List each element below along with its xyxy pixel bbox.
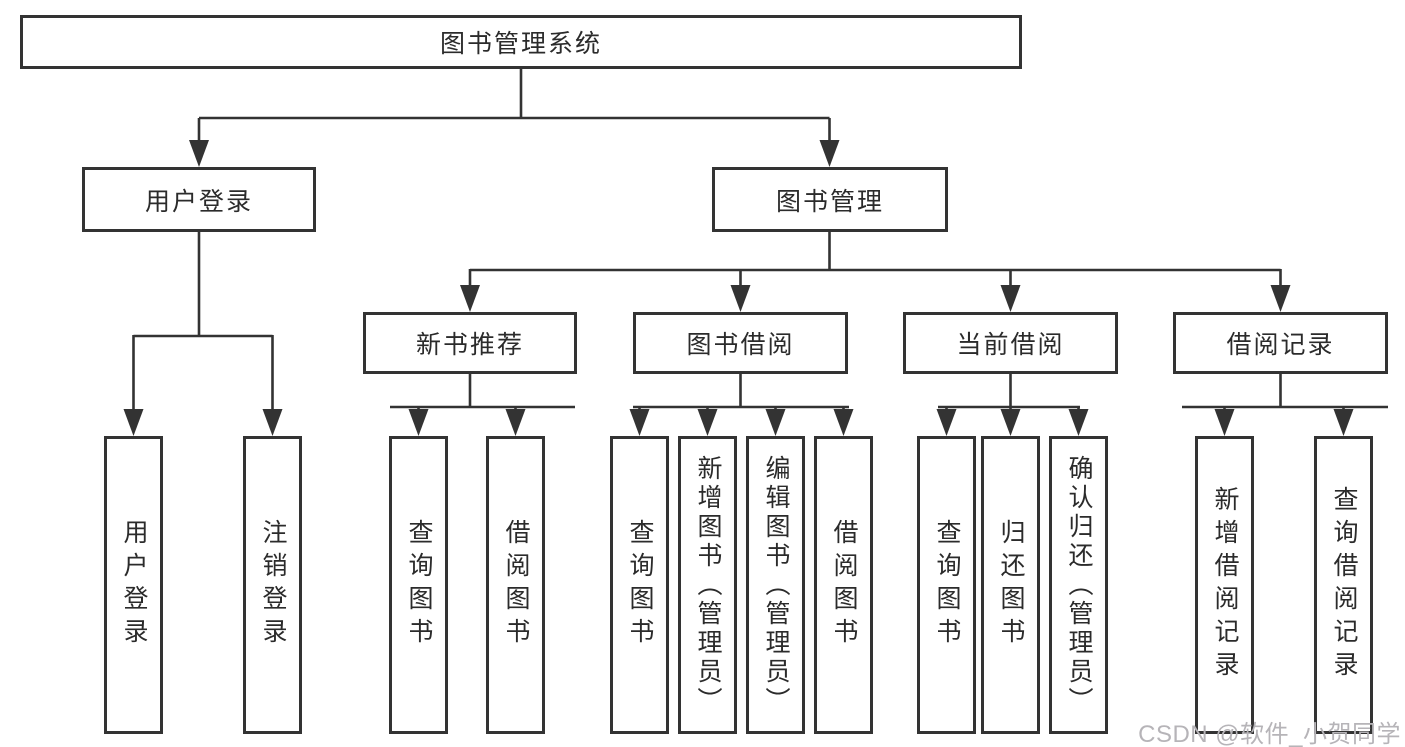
node-borrow-records: 借阅记录 <box>1173 312 1388 374</box>
leaf-borrowing-query-books: 查询图书 <box>610 436 669 734</box>
leaf-newbooks-query-books-label: 查询图书 <box>405 519 433 651</box>
node-current-borrowing: 当前借阅 <box>903 312 1118 374</box>
arrowhead <box>1068 409 1089 436</box>
arrowhead <box>1000 409 1021 436</box>
arrowhead <box>505 409 526 436</box>
arrowhead <box>833 409 854 436</box>
node-book-management-label: 图书管理 <box>775 187 884 216</box>
leaf-logout-label: 注销登录 <box>259 519 287 651</box>
leaf-newbooks-borrow-books-label: 借阅图书 <box>502 519 530 651</box>
leaf-current-return-books-label: 归还图书 <box>997 519 1025 651</box>
leaf-records-add-record-label: 新增借阅记录 <box>1211 486 1239 684</box>
arrowhead <box>262 409 283 436</box>
node-book-borrowing-label: 图书借阅 <box>686 331 795 359</box>
node-user-login-branch-label: 用户登录 <box>144 187 253 216</box>
arrowhead <box>1214 409 1235 436</box>
leaf-borrowing-edit-books-admin-label: 编辑图书（管理员） <box>762 454 790 716</box>
leaf-records-add-record: 新增借阅记录 <box>1195 436 1254 734</box>
node-library-system-label: 图书管理系统 <box>439 30 602 58</box>
arrowhead <box>697 409 718 436</box>
leaf-current-confirm-return-admin: 确认归还（管理员） <box>1049 436 1108 734</box>
arrowhead <box>189 140 209 167</box>
leaf-current-return-books: 归还图书 <box>981 436 1040 734</box>
leaf-borrowing-add-books-admin-label: 新增图书（管理员） <box>694 454 722 716</box>
leaf-current-confirm-return-admin-label: 确认归还（管理员） <box>1065 454 1093 716</box>
arrowhead <box>765 409 786 436</box>
arrowhead <box>819 140 840 167</box>
node-new-book-recommend-label: 新书推荐 <box>415 331 524 359</box>
arrowhead <box>123 409 144 436</box>
leaf-borrowing-borrow-books-label: 借阅图书 <box>830 519 858 651</box>
leaf-user-login-label: 用户登录 <box>120 519 148 651</box>
arrowhead <box>730 285 751 312</box>
leaf-logout: 注销登录 <box>243 436 302 734</box>
arrowhead <box>936 409 957 436</box>
arrowhead <box>1270 285 1291 312</box>
leaf-borrowing-edit-books-admin: 编辑图书（管理员） <box>746 436 805 734</box>
node-current-borrowing-label: 当前借阅 <box>956 331 1065 359</box>
node-borrow-records-label: 借阅记录 <box>1226 331 1335 359</box>
watermark: CSDN @软件_小贺同学 <box>1138 721 1401 747</box>
node-new-book-recommend: 新书推荐 <box>363 312 577 374</box>
leaf-newbooks-borrow-books: 借阅图书 <box>486 436 545 734</box>
leaf-current-query-books-label: 查询图书 <box>933 519 961 651</box>
arrowhead <box>1333 409 1354 436</box>
node-book-management: 图书管理 <box>712 167 948 232</box>
leaf-records-query-record: 查询借阅记录 <box>1314 436 1373 734</box>
leaf-borrowing-add-books-admin: 新增图书（管理员） <box>678 436 737 734</box>
leaf-borrowing-borrow-books: 借阅图书 <box>814 436 873 734</box>
arrowhead <box>629 409 650 436</box>
arrowhead <box>408 409 429 436</box>
node-book-borrowing: 图书借阅 <box>633 312 848 374</box>
leaf-newbooks-query-books: 查询图书 <box>389 436 448 734</box>
arrowhead <box>1000 285 1021 312</box>
node-user-login-branch: 用户登录 <box>82 167 316 232</box>
leaf-user-login: 用户登录 <box>104 436 163 734</box>
leaf-borrowing-query-books-label: 查询图书 <box>626 519 654 651</box>
node-library-system: 图书管理系统 <box>20 15 1022 69</box>
leaf-current-query-books: 查询图书 <box>917 436 976 734</box>
arrowhead <box>460 285 480 312</box>
leaf-records-query-record-label: 查询借阅记录 <box>1330 486 1358 684</box>
